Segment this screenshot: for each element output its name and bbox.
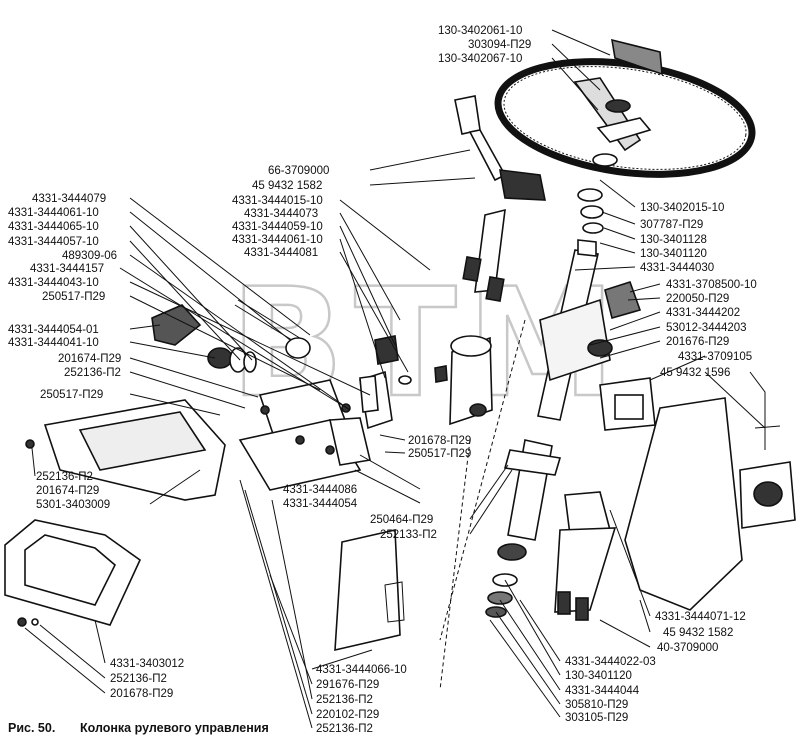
label-left-8: 250517-П29 — [42, 291, 105, 303]
label-center-4: 4331-3444054 — [283, 498, 358, 510]
label-right-5: 4331-3444030 — [640, 262, 714, 274]
column-housing — [434, 335, 493, 426]
label-center-5: 250464-П29 — [370, 514, 433, 526]
label-boot-3: 201678-П29 — [110, 688, 173, 700]
label-mid-1: 4331-3444054-01 — [8, 324, 99, 336]
label-mid-2: 4331-3444041-10 — [8, 337, 99, 349]
label-left-2: 4331-3444061-10 — [8, 207, 99, 219]
label-mid-4: 252136-П2 — [64, 367, 121, 379]
screw — [754, 425, 781, 429]
label-right-1: 130-3402015-10 — [640, 202, 724, 214]
label-base-1: 252136-П2 — [36, 471, 93, 483]
label-center-6: 252133-П2 — [380, 529, 437, 541]
figure-caption: Рис. 50. Колонка рулевого управления — [8, 721, 269, 735]
label-left-4: 4331-3444057-10 — [8, 236, 99, 248]
label-shaft-5: 303105-П29 — [565, 712, 628, 724]
turn-signal-switch — [454, 95, 546, 302]
label-right-4: 130-3401120 — [640, 248, 707, 260]
label-shaft-2: 130-3401120 — [565, 670, 632, 682]
label-wheel-top-1: 130-3402061-10 — [438, 25, 522, 37]
label-sw-2: 45 9432 1582 — [252, 180, 322, 192]
label-lower-4: 220102-П29 — [316, 709, 379, 721]
label-boot-2: 252136-П2 — [110, 673, 167, 685]
caption-title: Колонка рулевого управления — [80, 721, 269, 735]
intermediate-shaft — [485, 439, 562, 618]
label-mid-5: 250517-П29 — [40, 389, 103, 401]
label-cover-1: 4331-3444071-12 — [655, 611, 746, 623]
label-right-12: 45 9432 1596 — [660, 367, 730, 379]
label-right-6: 4331-3708500-10 — [666, 279, 757, 291]
label-upper-4: 4331-3444061-10 — [232, 234, 323, 246]
label-right-11: 4331-3709105 — [678, 351, 752, 363]
steering-column-shaft — [537, 188, 642, 421]
label-boot-1: 4331-3403012 — [110, 658, 184, 670]
label-right-10: 201676-П29 — [666, 336, 729, 348]
label-upper-2: 4331-3444073 — [244, 208, 318, 220]
label-upper-3: 4331-3444059-10 — [232, 221, 323, 233]
label-cover-3: 40-3709000 — [657, 642, 718, 654]
label-wheel-top-2: 303094-П29 — [468, 39, 531, 51]
label-right-9: 53012-3444203 — [666, 322, 747, 334]
label-right-7: 220050-П29 — [666, 293, 729, 305]
column-boot — [4, 519, 142, 627]
horn-cap — [611, 38, 663, 76]
label-lower-1: 4331-3444066-10 — [316, 664, 407, 676]
label-left-7: 4331-3444043-10 — [8, 277, 99, 289]
label-center-2: 250517-П29 — [408, 448, 471, 460]
leader-lines — [24, 29, 766, 729]
label-right-2: 307787-П29 — [640, 219, 703, 231]
label-center-1: 201678-П29 — [408, 435, 471, 447]
combination-switch — [554, 491, 617, 621]
label-right-8: 4331-3444202 — [666, 307, 740, 319]
lower-panel — [334, 529, 405, 652]
label-cover-2: 45 9432 1582 — [663, 627, 733, 639]
label-lower-3: 252136-П2 — [316, 694, 373, 706]
label-center-3: 4331-3444086 — [283, 484, 357, 496]
steering-wheel — [494, 38, 756, 178]
right-shroud — [599, 377, 796, 611]
label-upper-1: 4331-3444015-10 — [232, 195, 323, 207]
label-left-6: 4331-3444157 — [30, 263, 104, 275]
label-mid-3: 201674-П29 — [58, 353, 121, 365]
label-upper-5: 4331-3444081 — [244, 247, 318, 259]
label-shaft-3: 4331-3444044 — [565, 685, 640, 697]
label-right-3: 130-3401128 — [640, 234, 707, 246]
label-wheel-top-3: 130-3402067-10 — [438, 53, 522, 65]
caption-figure-number: Рис. 50. — [8, 721, 55, 735]
label-left-3: 4331-3444065-10 — [8, 221, 99, 233]
label-left-1: 4331-3444079 — [32, 193, 106, 205]
label-base-3: 5301-3403009 — [36, 499, 110, 511]
label-lower-2: 291676-П29 — [316, 679, 379, 691]
mounting-bracket — [238, 370, 393, 491]
label-lower-5: 252136-П2 — [316, 723, 373, 735]
part-labels: 130-3402061-10 303094-П29 130-3402067-10… — [8, 25, 757, 735]
label-shaft-1: 4331-3444022-03 — [565, 656, 656, 668]
label-base-2: 201674-П29 — [36, 485, 99, 497]
label-shaft-4: 305810-П29 — [565, 699, 628, 711]
label-left-5: 489309-06 — [62, 250, 117, 262]
tray-cover — [25, 399, 226, 501]
label-sw-1: 66-3709000 — [268, 165, 329, 177]
